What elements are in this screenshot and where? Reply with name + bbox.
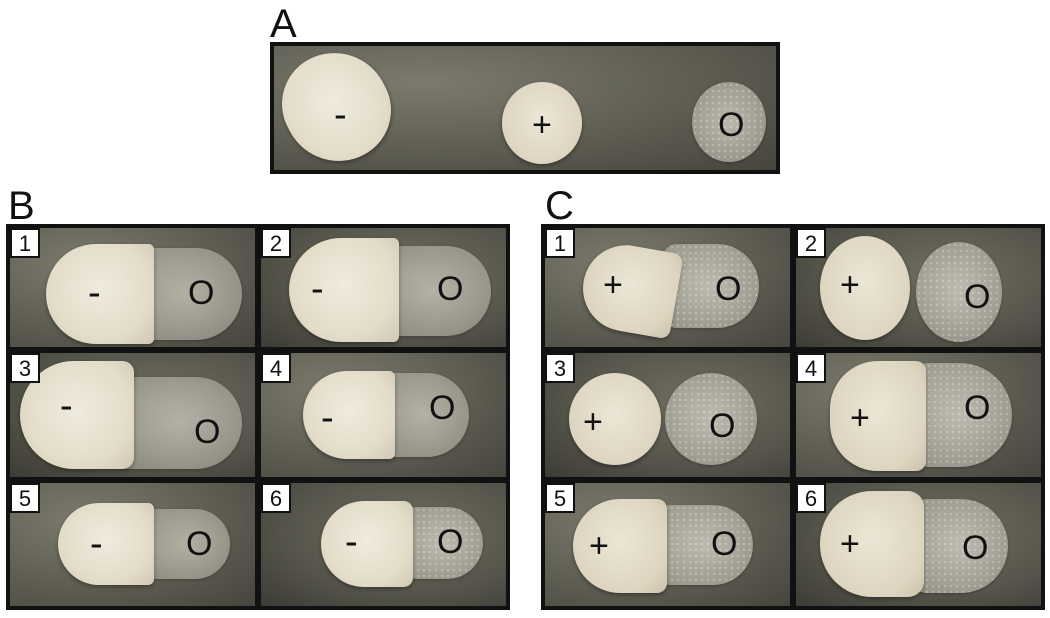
zero-sign: O xyxy=(964,278,991,316)
zero-sign: O xyxy=(429,389,456,427)
zero-sign: O xyxy=(188,274,215,312)
panel-b-cell-4: 4 - O xyxy=(261,353,506,477)
zero-sample xyxy=(916,242,1002,342)
cell-number: 6 xyxy=(261,483,291,513)
zero-sample xyxy=(403,507,483,579)
positive-sample xyxy=(576,238,684,340)
positive-sign: + xyxy=(589,527,609,565)
positive-sign: + xyxy=(532,106,552,144)
cell-number: 4 xyxy=(261,353,291,383)
negative-sign: - xyxy=(90,523,103,565)
zero-sign: O xyxy=(194,413,221,451)
panel-c-cell-3: 3 + O xyxy=(545,353,790,477)
zero-sign: O xyxy=(709,407,736,445)
panel-c-cell-6: 6 + O xyxy=(796,483,1041,606)
panel-c-label: C xyxy=(545,184,574,228)
positive-sign: + xyxy=(603,266,623,304)
zero-sign: O xyxy=(964,389,991,427)
zero-sample xyxy=(665,373,757,465)
negative-sign: - xyxy=(88,272,101,314)
positive-sign: + xyxy=(583,403,603,441)
panel-b-cell-1: 1 - O xyxy=(10,228,255,347)
zero-sample xyxy=(118,377,242,469)
zero-sample xyxy=(144,509,230,579)
panel-c-cell-5: 5 + O xyxy=(545,483,790,606)
zero-sample xyxy=(657,505,753,585)
panel-b-cell-6: 6 - O xyxy=(261,483,506,606)
panel-c-cell-1: 1 + O xyxy=(545,228,790,347)
positive-sign: + xyxy=(850,399,870,437)
zero-sign: O xyxy=(962,529,989,567)
panel-a-frame: - + O xyxy=(270,42,780,174)
negative-sample xyxy=(58,503,154,585)
panel-c-frame: 1 + O 2 + O 3 + O 4 + O 5 + O 6 + O xyxy=(541,224,1045,610)
cell-number: 1 xyxy=(545,228,575,258)
cell-number: 5 xyxy=(10,483,40,513)
zero-sign: O xyxy=(437,270,464,308)
panel-a-photo: - + O xyxy=(274,46,776,170)
panel-a-label: A xyxy=(270,2,297,46)
cell-number: 3 xyxy=(10,353,40,383)
cell-number: 3 xyxy=(545,353,575,383)
positive-sample xyxy=(830,361,926,471)
panel-b-cell-5: 5 - O xyxy=(10,483,255,606)
negative-sign: - xyxy=(311,268,324,310)
zero-sign: O xyxy=(711,525,738,563)
positive-sample xyxy=(569,373,661,465)
cell-number: 6 xyxy=(796,483,826,513)
positive-sample xyxy=(820,491,924,597)
positive-sign: + xyxy=(840,266,860,304)
positive-sign: + xyxy=(840,525,860,563)
zero-sign: O xyxy=(437,523,464,561)
zero-sign: O xyxy=(186,525,213,563)
panel-c-cell-2: 2 + O xyxy=(796,228,1041,347)
negative-sample xyxy=(289,238,399,342)
panel-b-cell-2: 2 - O xyxy=(261,228,506,347)
negative-sample xyxy=(303,371,395,459)
zero-sign: O xyxy=(715,270,742,308)
negative-sample xyxy=(321,501,413,587)
cell-number: 2 xyxy=(261,228,291,258)
positive-sample xyxy=(573,499,667,593)
cell-number: 1 xyxy=(10,228,40,258)
negative-sample xyxy=(46,244,154,344)
negative-sign: - xyxy=(60,385,73,427)
panel-b-frame: 1 - O 2 - O 3 - O 4 - O 5 - O 6 - O xyxy=(6,224,510,610)
zero-sign: O xyxy=(718,106,745,144)
cell-number: 2 xyxy=(796,228,826,258)
panel-b-cell-3: 3 - O xyxy=(10,353,255,477)
positive-sample xyxy=(502,82,582,164)
negative-sign: - xyxy=(321,397,334,439)
cell-number: 4 xyxy=(796,353,826,383)
positive-sample xyxy=(820,236,910,340)
zero-sample xyxy=(912,499,1008,593)
zero-sample xyxy=(692,82,766,162)
negative-sign: - xyxy=(345,521,358,563)
cell-number: 5 xyxy=(545,483,575,513)
panel-c-cell-4: 4 + O xyxy=(796,353,1041,477)
panel-b-label: B xyxy=(8,184,35,228)
negative-sign: - xyxy=(334,94,347,136)
